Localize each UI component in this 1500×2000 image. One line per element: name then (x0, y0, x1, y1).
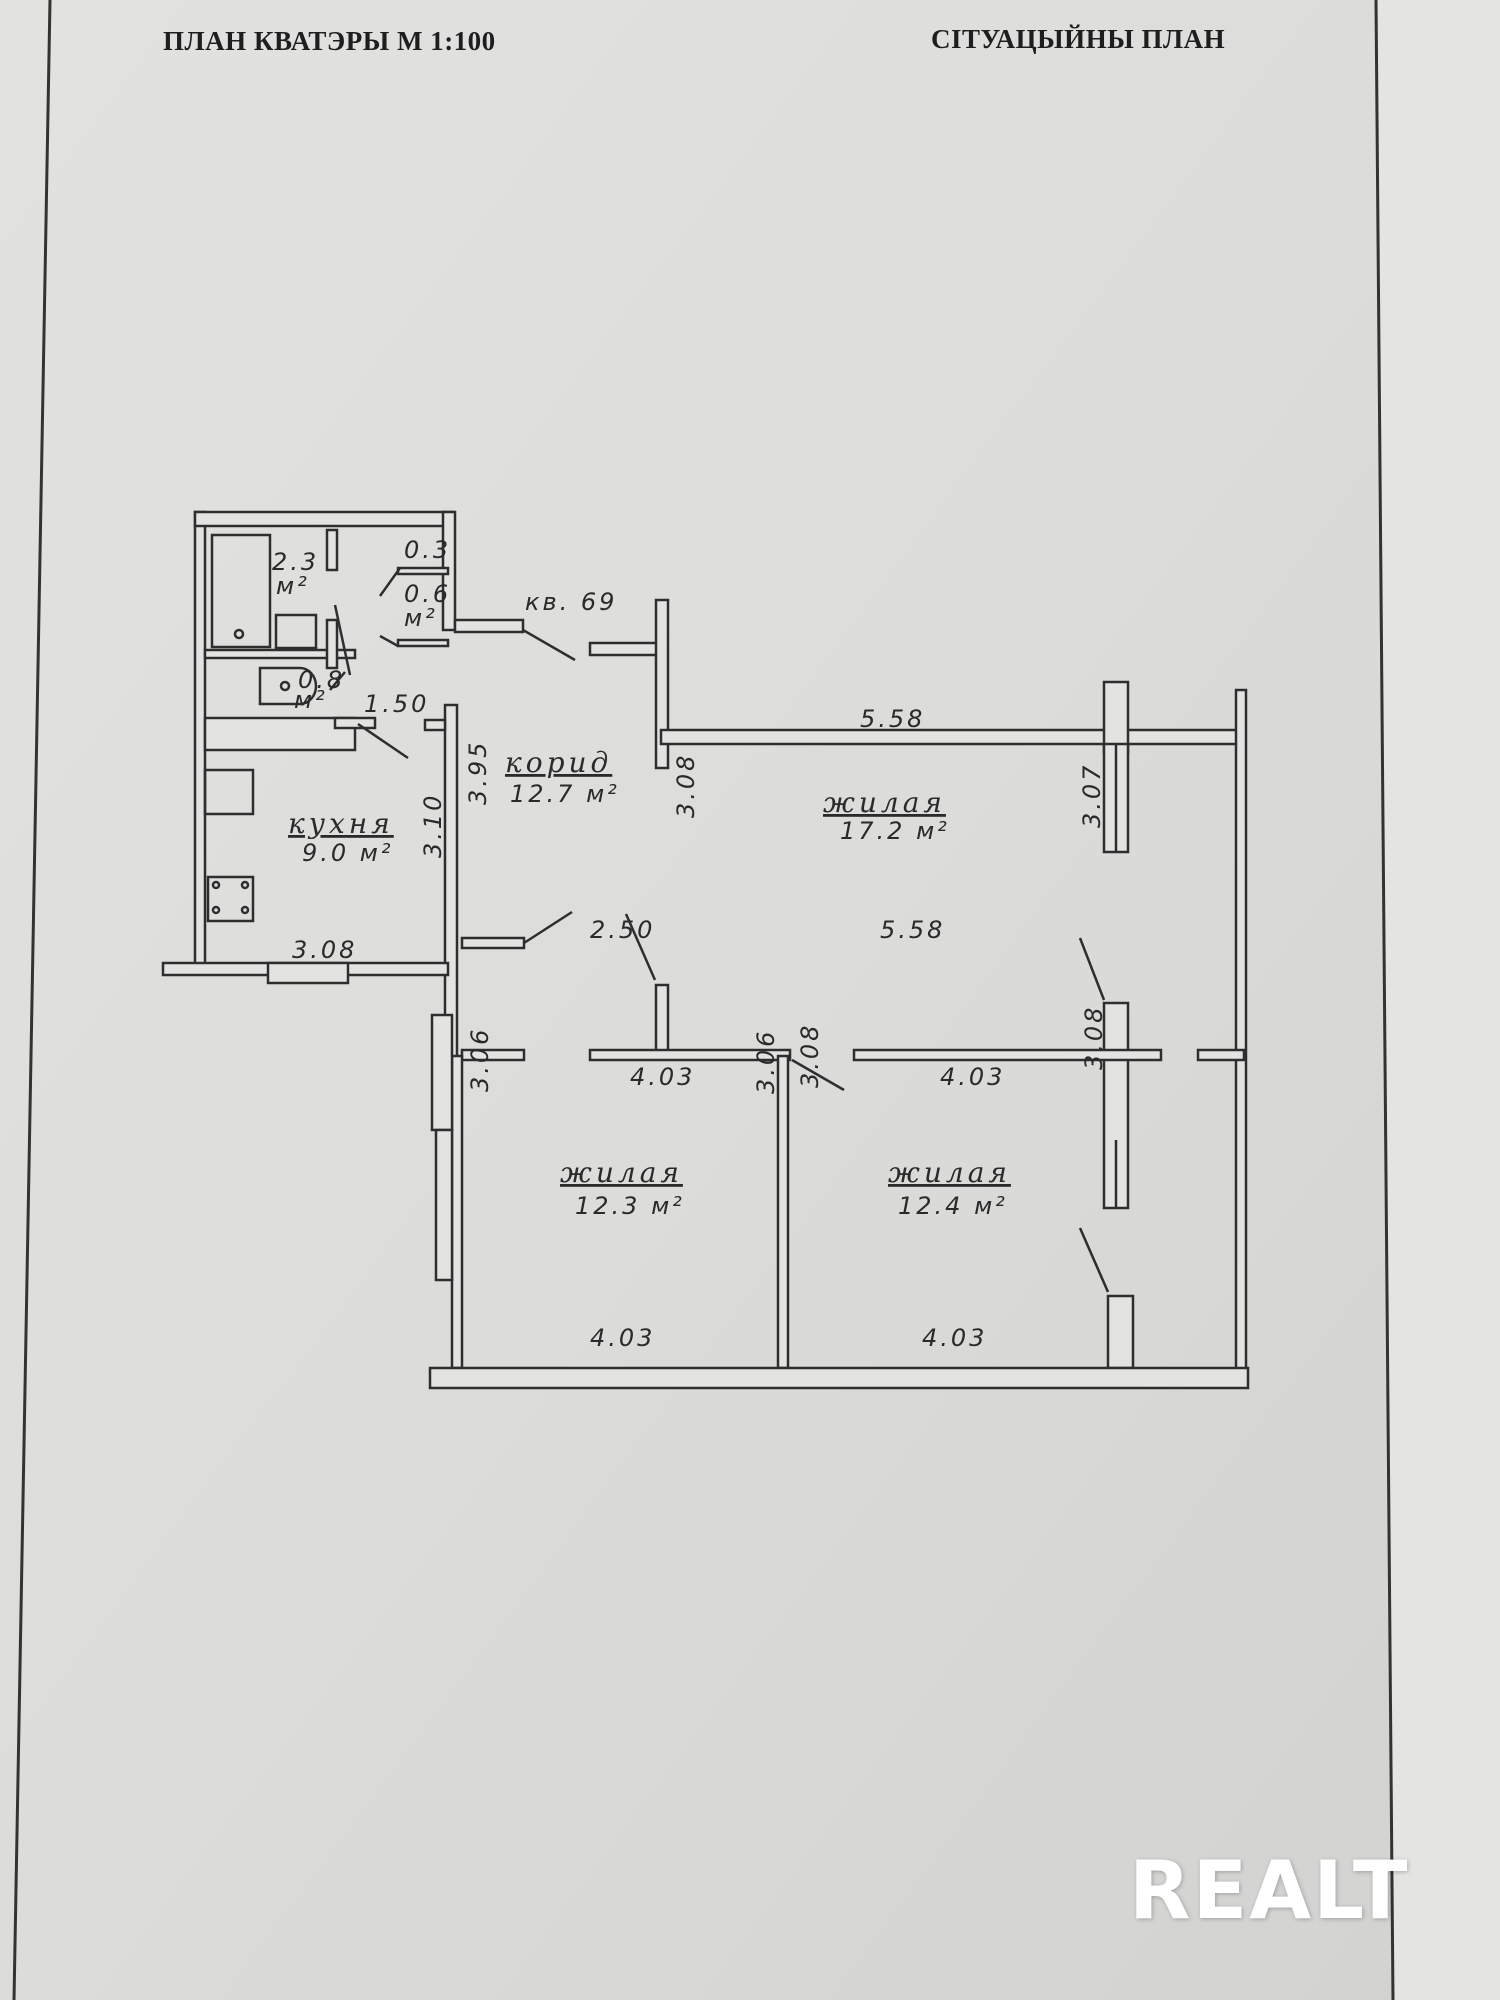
page-border-right (1374, 0, 1395, 2000)
corridor-name: корид (505, 746, 612, 779)
dim-bed2-left-3-08: 3.08 (796, 1023, 824, 1088)
bedroom2-area: 12.4 м² (898, 1192, 1008, 1220)
bath-area: 2.3 (272, 548, 319, 576)
dim-bed1-right-3-06: 3.06 (752, 1029, 780, 1094)
kitchen-name: кухня (288, 807, 394, 840)
toilet-icon (258, 666, 318, 706)
dim-corridor-3-08: 3.08 (672, 753, 700, 818)
dim-bed2-bottom-4-03: 4.03 (922, 1324, 987, 1352)
wc-area: 0.8 (298, 666, 345, 694)
realt-watermark-logo: REALT (1129, 1844, 1409, 1937)
corridor-area: 12.7 м² (510, 780, 620, 808)
bedroom1-name: жилая (560, 1156, 683, 1189)
dim-bed1-top-4-03: 4.03 (630, 1063, 695, 1091)
dim-bed2-right-3-08: 3.08 (1080, 1005, 1108, 1070)
dim-1-50: 1.50 (364, 690, 429, 718)
dim-living-bottom-5-58: 5.58 (880, 916, 945, 944)
dim-bed2-top-4-03: 4.03 (940, 1063, 1005, 1091)
wc-unit: м² (294, 686, 328, 714)
stove-icon (206, 875, 255, 923)
apartment-number: кв. 69 (525, 588, 617, 616)
closet-unit: м² (404, 604, 438, 632)
dim-3-10: 3.10 (419, 793, 447, 858)
dim-living-right-3-07: 3.07 (1078, 763, 1106, 828)
kitchen-area: 9.0 м² (302, 839, 394, 867)
dim-kitchen-3-08: 3.08 (292, 936, 357, 964)
sink-icon (203, 768, 255, 816)
dim-bed1-bottom-4-03: 4.03 (590, 1324, 655, 1352)
page-border-left (12, 0, 52, 2000)
living-room-area: 17.2 м² (840, 817, 950, 845)
living-room-name: жилая (823, 786, 946, 819)
page-right-margin (1378, 0, 1500, 2000)
plan-title: ПЛАН КВАТЭРЫ М 1:100 (163, 26, 496, 56)
plan-labels: кв. 69 2.3 м² 0.3 0.6 м² 0.8 м² корид 12… (272, 536, 1108, 1352)
closet-area-0-3: 0.3 (404, 536, 451, 564)
dim-2-50: 2.50 (590, 916, 655, 944)
dim-3-95: 3.95 (464, 740, 492, 805)
dim-living-top-5-58: 5.58 (860, 705, 925, 733)
walls (161, 510, 1250, 1390)
bedroom2-name: жилая (888, 1156, 1011, 1189)
dim-bed1-left-3-06: 3.06 (466, 1027, 494, 1092)
bath-unit: м² (276, 572, 310, 600)
bathtub-icon (210, 533, 272, 649)
closet-area-0-6: 0.6 (404, 580, 451, 608)
bedroom1-area: 12.3 м² (575, 1192, 685, 1220)
site-plan-title: СІТУАЦЫЙНЫ ПЛАН (931, 24, 1225, 54)
